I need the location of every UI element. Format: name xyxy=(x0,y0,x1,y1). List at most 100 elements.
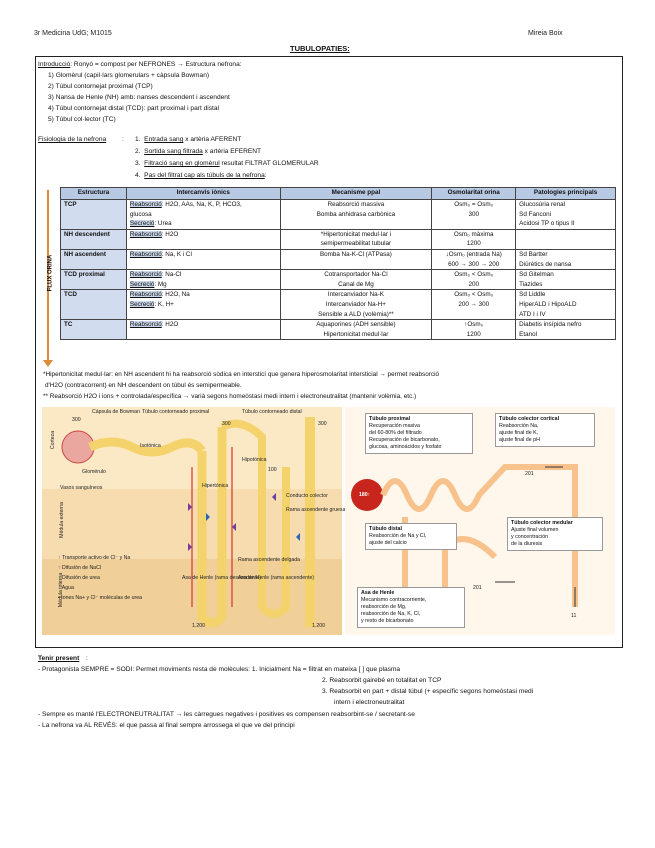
callout-line: y resto de bicarbonato xyxy=(361,618,414,624)
hypotonic-label: Hipotónica xyxy=(242,457,267,463)
osm-line: Osm₀ màxima xyxy=(453,230,494,238)
table-header-row: Estructura Intercanvis iònics Mecanisme … xyxy=(60,187,616,200)
tubule-path xyxy=(380,464,578,607)
osm-line: ↓Osm₀ (entrada Na) xyxy=(445,250,502,258)
osm-line: Osm₀ < Osm₀ xyxy=(454,291,494,299)
mech-line: Bomba anhidrasa carbònica xyxy=(316,210,396,218)
callout-title: Túbulo proximal xyxy=(369,416,411,422)
mech-line: Intercanviador Na-H+ xyxy=(325,300,386,308)
cell-ions: Reabsorció: H2O, AAs, Na, K, P, HCO3,glu… xyxy=(125,199,281,230)
ion-val: : H2O, AAs, Na, K, P, HCO3, xyxy=(161,201,242,208)
osm-line: 200 xyxy=(468,280,479,288)
osm-value: 100 xyxy=(268,467,277,473)
bottom-line: - La nefrona va AL REVÉS: el que passa a… xyxy=(38,722,295,729)
physio-step: 1. Entrada sang x artèria AFERENT xyxy=(135,135,241,145)
osm-line: Osm₀ < Osm₀ xyxy=(454,271,494,279)
ion-val: : Mg xyxy=(154,280,167,288)
table-row: NH descendent Reabsorció: H2O *Hipertoni… xyxy=(60,228,616,250)
ion-val: : Urea xyxy=(154,220,172,228)
ion-key: Reabsorció xyxy=(129,321,162,329)
physio-step: 2. Sortida sang filtrada x artèria EFERE… xyxy=(135,147,261,157)
physio-step: 4. Pas del filtrat cap als túbuls de la … xyxy=(135,171,267,181)
value-label: 11 xyxy=(571,613,577,619)
step-num: 3. xyxy=(135,160,141,167)
path-line: Sd Gitelman xyxy=(519,271,554,279)
green-arrow-icon: ↑ xyxy=(58,575,61,581)
legend-text: Transporte activo de Cl⁻ y Na xyxy=(61,555,131,561)
red-arrow-icon: ↑ xyxy=(58,555,61,561)
mech-line: Aquaporines (ADH sensible) xyxy=(316,321,396,329)
note-line: *Hipertonicitat medul·lar: en NH ascende… xyxy=(43,371,440,378)
path-line: ATD I i IV xyxy=(519,310,546,318)
mech-line: Reabsorció massiva xyxy=(327,201,385,208)
intro-item: 1) Glomèrul (capil·lars glomerulars + cà… xyxy=(48,72,210,79)
cell-structure: TCD proximal xyxy=(60,269,127,291)
osm-line: 300 xyxy=(468,210,479,218)
table-row: TC Reabsorció: H2O Aquaporines (ADH sens… xyxy=(60,319,616,341)
cell-structure: NH ascendent xyxy=(60,248,127,271)
intro-item: 2) Túbul contornejat proximal (TCP) xyxy=(48,83,153,90)
glomerulus-ball xyxy=(351,479,383,511)
callout-title: Túbulo colector medular xyxy=(511,520,573,526)
physio-colon: : xyxy=(122,136,124,143)
bottom-line: - Sempre es manté l'ELECTRONEUTRALITAT →… xyxy=(38,711,415,718)
ion-key: Reabsorció xyxy=(129,230,162,238)
callout-line: ajuste del calcio xyxy=(369,540,407,546)
mech-line: *Hipertonicitat medul·lar i xyxy=(320,230,392,238)
value-label: 201 xyxy=(525,471,534,477)
physio-step: 3. Filtració sang en glomèrul resultat F… xyxy=(135,159,319,169)
cell-osm: ↓Osm₀ (entrada Na)600 → 300 → 200 xyxy=(431,248,517,271)
callout-line: de la diuresis xyxy=(511,541,543,547)
col-header: Mecanisme ppal xyxy=(279,187,433,200)
physio-label: Fisiologia de la nefrona xyxy=(38,136,107,143)
callout-line: Ajuste final volumen xyxy=(511,527,559,533)
blue-arrow-icon: ↑ xyxy=(58,585,61,591)
callout-line: glucosa, aminoácidos y fosfato xyxy=(369,444,442,450)
callout-line: Reabsorción de Na y Cl, xyxy=(369,533,427,539)
bottom-line: intern i electroneutralitat xyxy=(334,699,405,706)
legend-item: • Iones Na+ y Cl⁻ moléculas de urea xyxy=(58,595,142,601)
cell-pathology xyxy=(515,228,616,250)
legend-item: ↑ Difusión de NaCl xyxy=(58,565,101,571)
bottom-line: - Protagonista SEMPRE = SODI: Permet mov… xyxy=(38,666,401,673)
ion-val: : K, H+ xyxy=(154,300,174,308)
callout-line: y concentración xyxy=(511,534,549,540)
cortex-label: Corteza xyxy=(50,430,57,450)
cell-structure: NH descendent xyxy=(60,228,127,250)
osm-value: 1.200 xyxy=(192,623,205,629)
cell-mechanism: Bomba Na-K-Cl (ATPasa) xyxy=(279,248,433,271)
col-header: Estructura xyxy=(60,187,127,200)
legend-text: Difusión de NaCl xyxy=(62,565,101,571)
path-line: Glucosúria renal xyxy=(519,201,566,208)
step-rest: x artèria EFERENT xyxy=(202,148,262,155)
mech-line: Sensible a ALD (volèmia)** xyxy=(318,310,394,318)
col-header: Intercanvis iònics xyxy=(125,187,281,200)
flow-arrow-line xyxy=(47,190,49,362)
distal-tubule-shape xyxy=(220,419,290,618)
path-line: Tiazides xyxy=(519,280,543,288)
legend-item: ↑ Transporte activo de Cl⁻ y Na xyxy=(58,555,130,561)
bottom-line: 3. Reabsorbit en part + distal túbul (+ … xyxy=(322,688,534,695)
step-num: 2. xyxy=(135,148,141,155)
path-line: Sd Bartter xyxy=(519,250,548,258)
callout-line: ajuste final de pH xyxy=(499,437,540,443)
step-num: 1. xyxy=(135,136,141,143)
callout-line: del 60-80% del filtrado xyxy=(369,430,422,436)
mech-line: Bomba Na-K-Cl (ATPasa) xyxy=(319,250,392,258)
table-row: TCP Reabsorció: H2O, AAs, Na, K, P, HCO3… xyxy=(60,199,616,230)
path-line: Acidosi TP o tipus II xyxy=(519,220,575,228)
cell-ions: Reabsorció: H2O xyxy=(125,319,281,341)
content-box xyxy=(35,56,623,648)
table-row: NH ascendent Reabsorció: Na, K i Cl Bomb… xyxy=(60,248,616,271)
ion-val: : Na, K i Cl xyxy=(161,250,192,258)
